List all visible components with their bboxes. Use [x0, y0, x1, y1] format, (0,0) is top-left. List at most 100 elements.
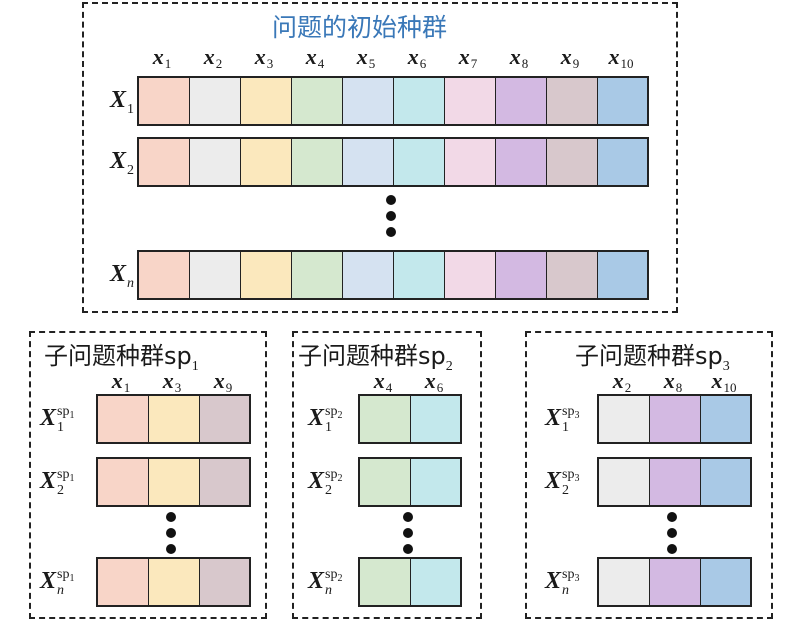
cell	[343, 139, 394, 185]
cell	[98, 559, 149, 605]
cell	[598, 139, 647, 185]
sp3-individual-row-X2	[597, 457, 752, 507]
sp1-column-header-x1: x1	[111, 368, 131, 396]
column-header-x9: x9	[560, 44, 580, 72]
dot	[403, 544, 413, 554]
sp3-column-header-x2: x2	[612, 368, 632, 396]
cell	[190, 78, 241, 124]
dot	[667, 544, 677, 554]
cell	[650, 459, 701, 505]
cell	[98, 459, 149, 505]
sp1-individual-row-Xn	[96, 557, 251, 607]
cell	[394, 252, 445, 298]
cell	[200, 459, 249, 505]
cell	[547, 139, 598, 185]
sp3-individual-row-Xn	[597, 557, 752, 607]
sp1-individual-row-X2	[96, 457, 251, 507]
cell	[292, 139, 343, 185]
cell	[394, 139, 445, 185]
sp3-column-header-x10: x10	[711, 368, 737, 396]
subpopulation-title-sp1: 子问题种群sp1	[44, 342, 199, 374]
cell	[190, 252, 241, 298]
cell	[496, 78, 547, 124]
cell	[190, 139, 241, 185]
sp3-column-header-x8: x8	[663, 368, 683, 396]
dot	[166, 512, 176, 522]
sp2-column-header-x6: x6	[424, 368, 444, 396]
cell	[411, 559, 460, 605]
cell	[598, 78, 647, 124]
cell	[98, 396, 149, 442]
subpopulation-box-sp2	[292, 331, 482, 619]
cell	[496, 252, 547, 298]
initial-population-box: 问题的初始种群	[82, 2, 678, 313]
cell	[650, 559, 701, 605]
cell	[547, 252, 598, 298]
initial-population-title: 问题的初始种群	[272, 13, 448, 42]
column-header-x3: x3	[254, 44, 274, 72]
cell	[445, 139, 496, 185]
cell	[241, 78, 292, 124]
subpopulation-title-sp2: 子问题种群sp2	[298, 342, 453, 374]
column-header-x5: x5	[356, 44, 376, 72]
dot	[166, 528, 176, 538]
cell	[598, 252, 647, 298]
dot	[667, 528, 677, 538]
sp2-individual-row-Xn	[358, 557, 462, 607]
cell	[292, 78, 343, 124]
individual-row-X2	[137, 137, 649, 187]
column-header-x2: x2	[203, 44, 223, 72]
cell	[496, 139, 547, 185]
column-header-x8: x8	[509, 44, 529, 72]
sp3-individual-row-X1	[597, 394, 752, 444]
column-header-x4: x4	[305, 44, 325, 72]
cell	[200, 396, 249, 442]
subpopulation-box-sp1	[29, 331, 267, 619]
cell	[241, 139, 292, 185]
cell	[343, 78, 394, 124]
column-header-x7: x7	[458, 44, 478, 72]
row-label-X2: X2	[109, 148, 134, 178]
cell	[650, 396, 701, 442]
sp1-individual-row-X1	[96, 394, 251, 444]
individual-row-Xn	[137, 250, 649, 300]
sp2-individual-row-X1	[358, 394, 462, 444]
cell	[599, 459, 650, 505]
cell	[411, 459, 460, 505]
subpopulation-box-sp3	[525, 331, 773, 619]
sp2-column-header-x4: x4	[373, 368, 393, 396]
cell	[149, 559, 200, 605]
sp1-column-header-x9: x9	[213, 368, 233, 396]
dot	[403, 528, 413, 538]
cell	[292, 252, 343, 298]
cell	[445, 252, 496, 298]
cell	[343, 252, 394, 298]
cell	[394, 78, 445, 124]
row-label-X1: X1	[109, 87, 134, 117]
cell	[547, 78, 598, 124]
cell	[360, 396, 411, 442]
cell	[149, 396, 200, 442]
cell	[139, 252, 190, 298]
cell	[701, 459, 750, 505]
row-label-Xn: Xn	[109, 261, 134, 291]
sp2-individual-row-X2	[358, 457, 462, 507]
column-header-x10: x10	[608, 44, 634, 72]
subpopulation-title-sp3: 子问题种群sp3	[575, 342, 730, 374]
cell	[139, 139, 190, 185]
cell	[360, 459, 411, 505]
cell	[599, 396, 650, 442]
dot	[667, 512, 677, 522]
cell	[200, 559, 249, 605]
cell	[411, 396, 460, 442]
individual-row-X1	[137, 76, 649, 126]
cell	[701, 396, 750, 442]
sp1-column-header-x3: x3	[162, 368, 182, 396]
